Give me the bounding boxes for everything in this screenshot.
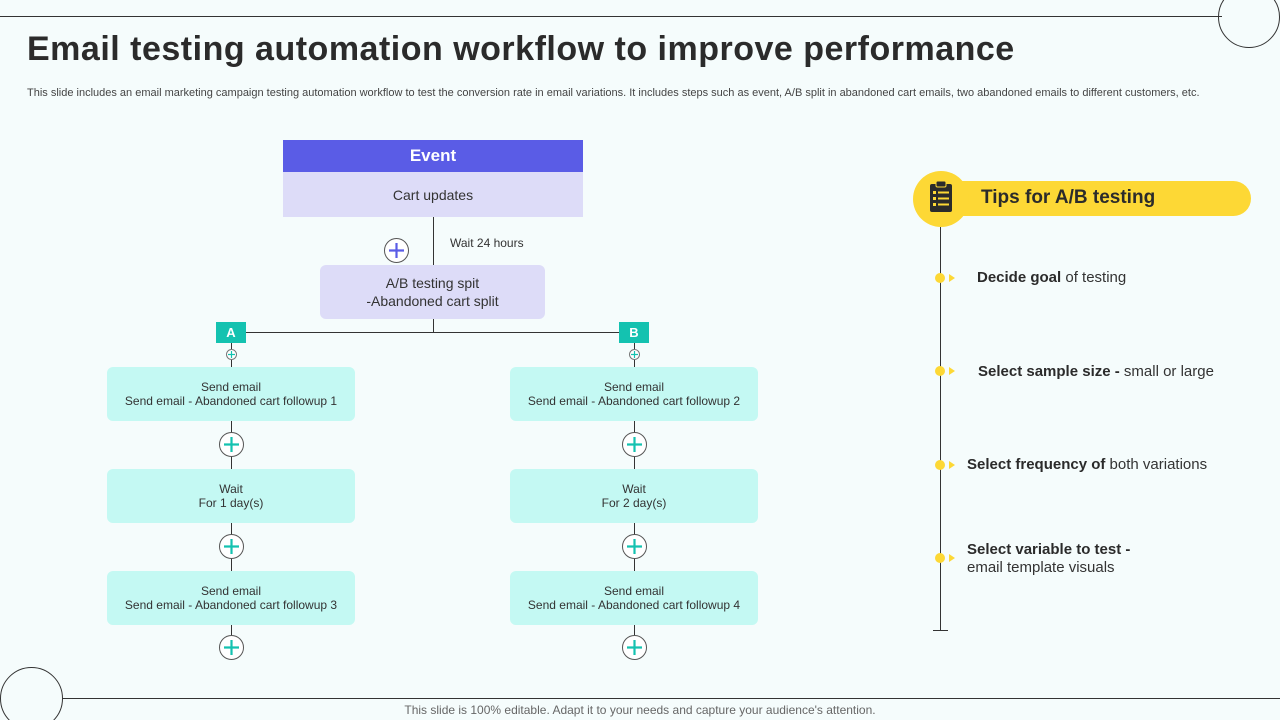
tips-icon-badge <box>913 171 969 227</box>
bottom-divider <box>62 698 1280 699</box>
step-detail: Send email - Abandoned cart followup 2 <box>527 394 741 408</box>
branch-a-small-plus-icon[interactable] <box>226 349 237 360</box>
branch-b-add-plus-icon-2[interactable] <box>622 534 647 559</box>
checklist-icon <box>929 180 953 218</box>
tip-item-4: Select variable to test - email template… <box>967 541 1130 577</box>
tip-marker-1 <box>935 273 945 283</box>
branch-a-step-3: Send email Send email - Abandoned cart f… <box>107 571 355 625</box>
tips-timeline <box>940 227 941 630</box>
branch-b-tag: B <box>619 322 649 343</box>
branch-a-step-2: Wait For 1 day(s) <box>107 469 355 523</box>
wait-24-hours-label: Wait 24 hours <box>450 236 524 250</box>
branch-b-step-2: Wait For 2 day(s) <box>510 469 758 523</box>
tips-header-bar <box>940 181 1251 216</box>
tip-arrow-3 <box>949 461 955 469</box>
page-title: Email testing automation workflow to imp… <box>27 30 1015 68</box>
tip-bold: Decide goal <box>977 269 1062 286</box>
tip-item-1: Decide goal of testing <box>977 269 1126 287</box>
step-title: Send email <box>200 380 262 394</box>
tip-bold: Select sample size - <box>978 363 1120 380</box>
tip-arrow-4 <box>949 554 955 562</box>
connector-ab-split <box>433 319 434 332</box>
step-detail: Send email - Abandoned cart followup 1 <box>124 394 338 408</box>
step-detail: Send email - Abandoned cart followup 3 <box>124 598 338 612</box>
step-title: Wait <box>622 482 646 496</box>
tip-rest: small or large <box>1119 363 1214 380</box>
add-step-plus-icon[interactable] <box>384 238 409 263</box>
split-horizontal-line <box>231 332 634 333</box>
ab-split-box: A/B testing spit -Abandoned cart split <box>320 265 545 319</box>
connector-event-ab <box>433 217 434 265</box>
step-detail: Send email - Abandoned cart followup 4 <box>527 598 741 612</box>
step-detail: For 1 day(s) <box>198 496 264 510</box>
step-title: Send email <box>603 380 665 394</box>
branch-a-add-plus-icon-3[interactable] <box>219 635 244 660</box>
branch-b-small-plus-icon[interactable] <box>629 349 640 360</box>
branch-a-step-1: Send email Send email - Abandoned cart f… <box>107 367 355 421</box>
footer-note: This slide is 100% editable. Adapt it to… <box>404 703 876 717</box>
tip-rest: of testing <box>1061 269 1127 286</box>
page-subtitle: This slide includes an email marketing c… <box>27 87 1200 99</box>
step-title: Wait <box>219 482 243 496</box>
branch-b-step-1: Send email Send email - Abandoned cart f… <box>510 367 758 421</box>
event-box: Event Cart updates <box>283 140 583 217</box>
branch-b-add-plus-icon-3[interactable] <box>622 635 647 660</box>
step-detail: For 2 day(s) <box>601 496 667 510</box>
tip-rest: both variations <box>1105 456 1208 473</box>
tip-bold: Select frequency of <box>967 456 1106 473</box>
tips-timeline-end <box>933 630 948 631</box>
step-title: Send email <box>200 584 262 598</box>
tip-item-2: Select sample size - small or large <box>978 363 1214 381</box>
tip-bold: Select variable to test - <box>967 541 1131 558</box>
tip-arrow-1 <box>949 274 955 282</box>
branch-a-add-plus-icon-2[interactable] <box>219 534 244 559</box>
ab-split-line1: A/B testing spit <box>385 275 480 291</box>
event-header: Event <box>283 140 583 172</box>
tip-marker-4 <box>935 553 945 563</box>
bottom-left-circle <box>0 667 63 720</box>
ab-split-line2: -Abandoned cart split <box>366 293 499 309</box>
branch-b-step-3: Send email Send email - Abandoned cart f… <box>510 571 758 625</box>
tip-rest: email template visuals <box>967 559 1115 576</box>
top-divider <box>0 16 1222 17</box>
branch-a-add-plus-icon-1[interactable] <box>219 432 244 457</box>
tip-item-3: Select frequency of both variations <box>967 456 1207 474</box>
tip-marker-2 <box>935 366 945 376</box>
tip-arrow-2 <box>949 367 955 375</box>
tip-marker-3 <box>935 460 945 470</box>
event-value: Cart updates <box>283 172 583 217</box>
step-title: Send email <box>603 584 665 598</box>
top-right-circle <box>1218 0 1280 48</box>
tips-title: Tips for A/B testing <box>981 187 1156 208</box>
branch-b-add-plus-icon-1[interactable] <box>622 432 647 457</box>
branch-a-tag: A <box>216 322 246 343</box>
